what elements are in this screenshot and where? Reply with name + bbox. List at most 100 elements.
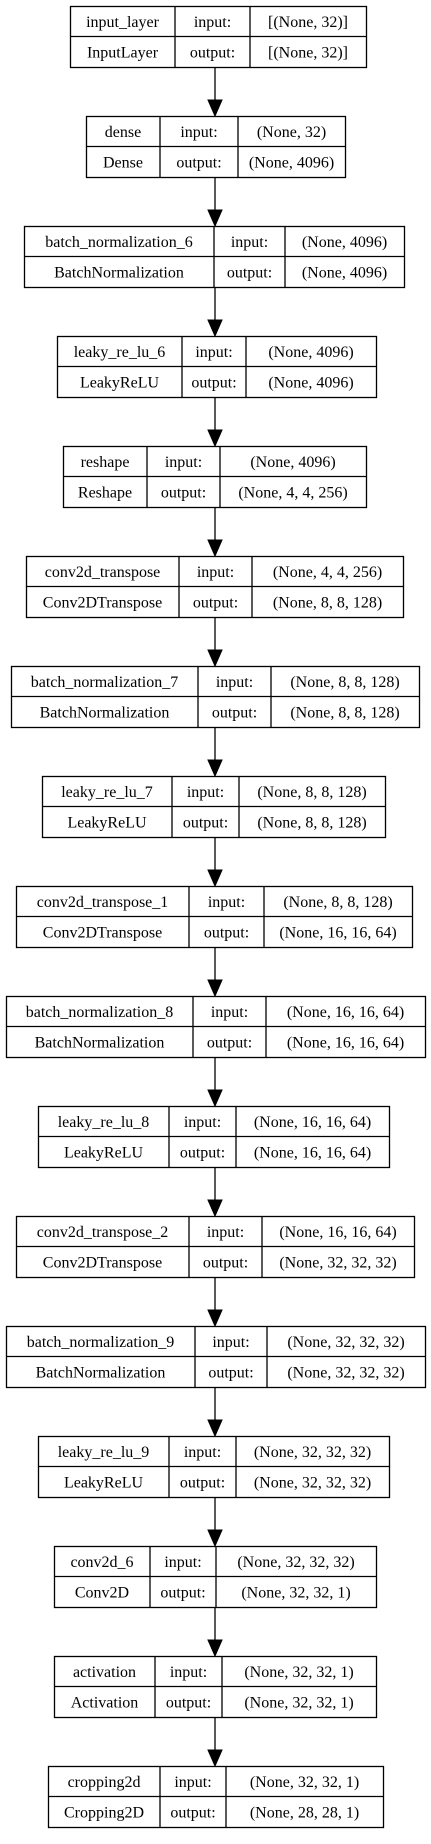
input-label: input: xyxy=(216,674,253,691)
layer-name: batch_normalization_8 xyxy=(26,1004,174,1021)
input-label: input: xyxy=(165,454,202,471)
layer-name: conv2d_transpose_1 xyxy=(37,894,169,911)
connection-arrow xyxy=(207,397,223,448)
layer-node-conv2d_transpose_2: conv2d_transpose_2Conv2DTransposeinput:o… xyxy=(15,1215,416,1279)
connection-arrow xyxy=(207,1057,223,1108)
connection-arrow xyxy=(207,947,223,998)
input-shape: (None, 32, 32, 1) xyxy=(244,1664,353,1681)
input-shape: (None, 4, 4, 256) xyxy=(273,564,382,581)
output-label: output: xyxy=(180,1144,225,1161)
connection-arrow xyxy=(207,1277,223,1328)
output-shape: (None, 32, 32, 1) xyxy=(244,1694,353,1711)
input-shape: (None, 4096) xyxy=(268,344,353,361)
input-shape: (None, 8, 8, 128) xyxy=(290,674,399,691)
layer-name: leaky_re_lu_9 xyxy=(58,1444,150,1461)
output-shape: (None, 32, 32, 1) xyxy=(241,1584,350,1601)
output-label: output: xyxy=(204,924,249,941)
connection-arrow xyxy=(207,1497,223,1548)
layer-type: Dense xyxy=(103,154,143,171)
layer-type: LeakyReLU xyxy=(64,1144,144,1161)
layer-type: LeakyReLU xyxy=(64,1474,144,1491)
output-label: output: xyxy=(227,264,272,281)
layer-type: BatchNormalization xyxy=(35,1034,165,1051)
output-shape: (None, 16, 16, 64) xyxy=(287,1034,404,1051)
output-label: output: xyxy=(176,154,221,171)
connection-arrow xyxy=(207,1717,223,1768)
input-label: input: xyxy=(174,1774,211,1791)
output-label: output: xyxy=(170,1804,215,1821)
input-shape: [(None, 32)] xyxy=(268,14,348,31)
layer-node-batch_normalization_8: batch_normalization_8BatchNormalizationi… xyxy=(5,995,427,1059)
layer-name: conv2d_transpose_2 xyxy=(37,1224,169,1241)
output-label: output: xyxy=(208,1364,253,1381)
input-label: input: xyxy=(180,124,217,141)
input-label: input: xyxy=(208,894,245,911)
input-label: input: xyxy=(194,14,231,31)
output-label: output: xyxy=(191,374,236,391)
input-label: input: xyxy=(170,1664,207,1681)
input-label: input: xyxy=(164,1554,201,1571)
input-shape: (None, 16, 16, 64) xyxy=(279,1224,396,1241)
connection-arrow xyxy=(207,287,223,338)
input-label: input: xyxy=(187,784,224,801)
output-label: output: xyxy=(161,484,206,501)
output-label: output: xyxy=(183,814,228,831)
connection-arrow xyxy=(207,177,223,228)
output-shape: (None, 4096) xyxy=(268,374,353,391)
input-label: input: xyxy=(231,234,268,251)
output-shape: (None, 16, 16, 64) xyxy=(254,1144,371,1161)
layer-name: cropping2d xyxy=(68,1774,141,1791)
output-label: output: xyxy=(190,44,235,61)
layer-type: Cropping2D xyxy=(64,1804,144,1821)
layer-name: input_layer xyxy=(86,14,160,31)
input-shape: (None, 32, 32, 32) xyxy=(287,1334,404,1351)
output-label: output: xyxy=(166,1694,211,1711)
output-shape: [(None, 32)] xyxy=(268,44,348,61)
output-label: output: xyxy=(207,1034,252,1051)
output-shape: (None, 32, 32, 32) xyxy=(254,1474,371,1491)
layer-type: BatchNormalization xyxy=(40,704,170,721)
input-label: input: xyxy=(184,1114,221,1131)
layer-type: BatchNormalization xyxy=(36,1364,166,1381)
layer-name: leaky_re_lu_8 xyxy=(58,1114,150,1131)
connection-arrow xyxy=(207,837,223,888)
layer-type: Reshape xyxy=(78,484,132,501)
input-shape: (None, 16, 16, 64) xyxy=(287,1004,404,1021)
layer-name: conv2d_6 xyxy=(70,1554,133,1571)
output-shape: (None, 8, 8, 128) xyxy=(273,594,382,611)
layer-type: InputLayer xyxy=(87,44,159,61)
input-shape: (None, 32, 32, 1) xyxy=(250,1774,359,1791)
input-label: input: xyxy=(207,1224,244,1241)
layer-type: Conv2DTranspose xyxy=(43,594,162,611)
connection-arrow xyxy=(207,1387,223,1438)
output-shape: (None, 16, 16, 64) xyxy=(279,924,396,941)
output-shape: (None, 4096) xyxy=(302,264,387,281)
output-shape: (None, 8, 8, 128) xyxy=(257,814,366,831)
output-shape: (None, 4096) xyxy=(249,154,334,171)
layer-name: leaky_re_lu_6 xyxy=(74,344,166,361)
layer-type: Conv2DTranspose xyxy=(43,924,162,941)
layer-type: Conv2D xyxy=(75,1584,129,1601)
layer-name: batch_normalization_7 xyxy=(31,674,179,691)
layer-name: conv2d_transpose xyxy=(45,564,161,581)
layer-node-batch_normalization_6: batch_normalization_6BatchNormalizationi… xyxy=(23,225,406,289)
layer-type: LeakyReLU xyxy=(67,814,147,831)
layer-node-conv2d_transpose: conv2d_transposeConv2DTransposeinput:out… xyxy=(25,555,405,619)
output-shape: (None, 32, 32, 32) xyxy=(279,1254,396,1271)
connection-arrow xyxy=(207,67,223,118)
layer-node-leaky_re_lu_6: leaky_re_lu_6LeakyReLUinput:output:(None… xyxy=(56,335,378,399)
output-label: output: xyxy=(193,594,238,611)
input-shape: (None, 4096) xyxy=(302,234,387,251)
output-shape: (None, 8, 8, 128) xyxy=(290,704,399,721)
input-label: input: xyxy=(184,1444,221,1461)
input-shape: (None, 16, 16, 64) xyxy=(254,1114,371,1131)
output-label: output: xyxy=(212,704,257,721)
output-label: output: xyxy=(180,1474,225,1491)
connection-arrow xyxy=(207,1607,223,1658)
